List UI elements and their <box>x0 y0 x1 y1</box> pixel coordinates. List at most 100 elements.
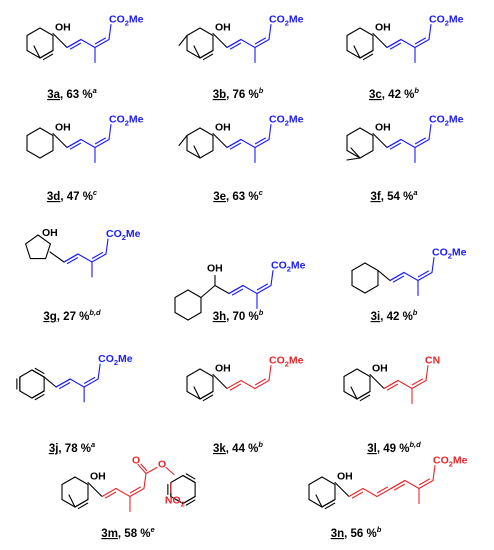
compound-3i-ester-label: CO2Me <box>432 247 467 261</box>
compound-3e-ring <box>186 149 201 159</box>
compound-3f-alkene-double <box>414 137 427 145</box>
compound-3f-ring <box>346 149 361 159</box>
compound-3m-alkene-double <box>129 486 142 494</box>
compound-3c-chain-bond <box>428 23 432 41</box>
compound-3c-ring-double <box>359 49 374 59</box>
compound-3d-alkene-double <box>94 137 107 145</box>
compound-3m-aryl-ring <box>170 495 184 505</box>
compound-3n-chain-double <box>376 487 392 498</box>
compound-3n-hydroxyl-label: OH <box>337 471 353 483</box>
compound-3c-alkene-double <box>414 38 430 49</box>
compound-3h-ester-label: CO2Me <box>271 260 306 274</box>
compound-3b-ring-double <box>199 49 214 59</box>
compound-3e-alkene-double <box>254 138 270 149</box>
compound-3l-chain-double <box>383 379 399 390</box>
compound-3j-chain-double <box>59 382 71 390</box>
caption-3e: 3e, 63 %c <box>213 188 263 203</box>
compound-3c-hydroxyl-label: OH <box>375 22 391 34</box>
compound-3b-hydroxyl-label: OH <box>215 22 231 34</box>
compound-3l-ring-double <box>356 390 371 400</box>
compound-3l-alkene-double <box>411 379 427 390</box>
compound-3l-vinyl <box>369 373 385 390</box>
compound-3a-alkene-double <box>94 37 107 45</box>
compound-3g-chain-bond <box>77 253 93 263</box>
compound-3h-vinyl <box>214 284 230 295</box>
compound-3b-chain-bond <box>240 38 256 49</box>
compound-3a-methyl <box>33 45 41 59</box>
compound-3a-alkene-double <box>94 38 110 49</box>
compound-3c-ring <box>346 27 361 37</box>
compound-3i-alkene-double <box>417 270 430 278</box>
compound-3g-alkene-double <box>91 251 104 259</box>
compound-3g-alkene-double <box>91 253 107 263</box>
compound-3a-ring <box>39 27 54 37</box>
compound-3g-chain-double <box>63 253 79 263</box>
compound-3d-chain-bond <box>108 123 112 141</box>
compound-3m-ring-double <box>74 498 89 508</box>
compound-3f-chain-bond <box>428 123 432 141</box>
compound-3e-chain-bond <box>268 123 272 141</box>
compound-3l-chain-double <box>386 383 399 391</box>
compound-3m-chain-double <box>104 491 117 499</box>
compound-3j-chain-double <box>55 378 71 388</box>
compound-3k-alkene-double <box>254 378 267 386</box>
compound-3g-ester-label: CO2Me <box>106 228 141 242</box>
compound-3b-alkene-double <box>254 38 270 49</box>
compound-3b-alkene-double <box>254 37 267 45</box>
compound-3j-alkene-double <box>83 378 99 388</box>
compound-3m-alkene-double <box>129 487 145 498</box>
compound-3i-chain-bond <box>403 271 419 282</box>
compound-3h-chain-bond <box>242 284 258 295</box>
compound-3l-chain-bond <box>425 364 429 382</box>
compound-3k-methyl <box>193 386 201 400</box>
compound-3m-ring-double <box>77 502 89 510</box>
compound-3m-chain-bond <box>143 472 147 490</box>
compound-3n-ring <box>308 498 323 508</box>
compound-3h-alkene-double <box>256 284 272 295</box>
compound-3e-methyl <box>193 145 201 159</box>
compound-3e-chain-bond <box>240 138 256 149</box>
compound-3a-chain-bond <box>80 38 96 49</box>
caption-3k: 3k, 44 %b <box>213 440 263 455</box>
compound-3b-ring <box>186 49 201 59</box>
compound-3l-methyl <box>350 386 358 400</box>
compound-3l-nitrile-label: CN <box>425 355 440 367</box>
compound-3h-chain-double <box>231 288 244 296</box>
compound-3m-methyl <box>68 494 76 508</box>
compound-3k-ring-double <box>199 390 214 400</box>
compound-3a-chain-double <box>69 42 82 50</box>
compound-3h-alkene-double <box>256 283 269 291</box>
compound-3a-ester-label: CO2Me <box>109 14 144 28</box>
compound-3a-ring <box>26 49 41 59</box>
compound-3k-hydroxyl-label: OH <box>215 363 231 375</box>
compound-3b-chain-bond <box>268 23 272 41</box>
compound-3i-ring <box>351 262 366 272</box>
compound-3h-ring <box>174 311 189 321</box>
compound-3d-chain-double <box>69 142 82 150</box>
compound-3n-alkene-double <box>418 479 434 490</box>
compound-3j-ring-double <box>31 390 45 399</box>
caption-3m: 3m, 58 %e <box>101 525 154 540</box>
caption-3g: 3g, 27 %b,d <box>43 308 101 323</box>
compound-3f-chain-double <box>386 138 402 149</box>
compound-3d-ring <box>39 127 54 137</box>
compound-3j-ring-double <box>31 369 45 378</box>
caption-3a: 3a, 63 %a <box>47 86 97 101</box>
compound-3b-vinyl <box>212 32 228 49</box>
compound-3j-ring <box>19 369 33 378</box>
compound-3j-vinyl <box>43 376 57 388</box>
compound-3m-vinyl <box>87 481 103 498</box>
compound-3b-ester-label: CO2Me <box>269 14 304 28</box>
compound-3g-ring <box>45 243 51 260</box>
caption-3n: 3n, 56 %b <box>331 525 382 540</box>
compound-3n-chain-double <box>348 487 364 498</box>
compound-3n-chain-double <box>393 483 406 491</box>
compound-3m-ester-bond <box>145 466 158 475</box>
compound-3m-aryl-double <box>185 499 196 506</box>
compound-3n-chain-bond <box>362 487 378 498</box>
compound-3e-chain-double <box>229 142 242 150</box>
compound-3b-ring <box>186 27 201 37</box>
compound-3n-chain-double <box>376 486 389 494</box>
compound-3h-ring <box>174 289 189 299</box>
